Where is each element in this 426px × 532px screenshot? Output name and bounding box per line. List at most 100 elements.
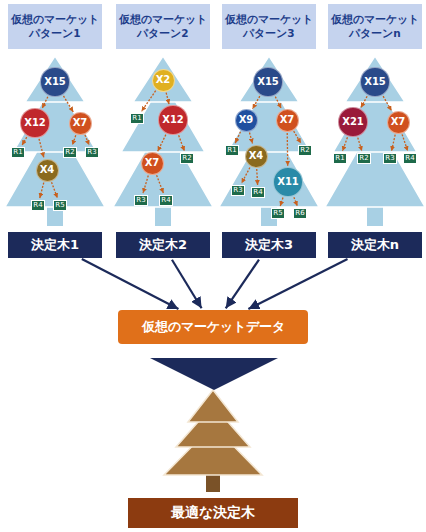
node-text: R4 [33,202,42,209]
node-text: R6 [295,210,304,217]
node-text: X15 [257,77,279,87]
leaf-square: R1 [333,153,347,164]
tree-shape [5,56,105,226]
leaf-square: R3 [231,185,245,196]
node-text: R4 [161,197,170,204]
tree-arrow [72,135,75,145]
tree-tier [345,56,405,102]
leaf-square: R5 [271,208,285,219]
tree-name-band: 決定木n [328,232,422,258]
node-text: R3 [385,155,394,162]
node-text: 仮想のマーケットパターン2 [119,13,207,40]
tree-arrow [402,134,408,151]
tree-node-circle: X15 [40,67,70,97]
node-text: R2 [300,147,309,154]
tree-arrow [22,137,27,145]
node-text: X4 [249,151,264,161]
merge-arrow [172,260,202,309]
node-text: X7 [280,115,295,125]
tree-arrow [275,97,281,109]
node-text: R5 [273,210,282,217]
tree-node-circle: X15 [360,67,390,97]
tree-tier [25,56,85,102]
node-text: 仮想のマーケットパターン3 [225,13,313,40]
pattern-header: 仮想のマーケットパターン3 [222,4,316,49]
tree-arrow [256,169,258,185]
tree-arrow [249,133,252,144]
node-text: X11 [277,177,299,187]
tree-arrow [52,182,58,198]
tree-node-circle: X7 [141,152,164,175]
node-text: 最適な決定木 [171,504,255,522]
node-text: X15 [364,77,386,87]
tree-arrow [383,96,391,111]
tree-arrow [242,167,250,183]
tree-node-circle: X7 [276,109,299,132]
node-text: R1 [13,149,22,156]
tree-arrow [294,197,297,206]
tree-arrow [143,175,148,193]
node-text: 決定木2 [139,236,187,254]
tree-arrow [287,133,289,166]
pattern-header: 仮想のマーケットパターンn [328,4,422,49]
tree-arrow [179,135,185,151]
tree-node-circle: X11 [273,167,303,197]
leaf-square: R4 [159,195,173,206]
node-text: R2 [65,149,74,156]
tree-arrow [39,139,44,158]
node-text: 決定木n [351,236,399,254]
node-text: X7 [145,158,160,168]
leaf-square: R4 [251,187,265,198]
tree-node-circle: X2 [152,69,175,92]
node-text: R3 [87,149,96,156]
tree-illustrations [5,56,425,226]
node-text: 仮想のマーケットパターン1 [11,13,99,40]
tree-arrow [63,96,73,112]
node-text: X12 [24,118,46,128]
tree-node-circle: X12 [20,108,50,138]
leaf-square: R4 [31,200,45,211]
pattern-header: 仮想のマーケットパターン2 [116,4,210,49]
node-text: R2 [182,155,191,162]
tree-arrow [235,132,240,143]
tree-tier [133,56,193,102]
node-text: R1 [227,147,236,154]
leaf-square: R6 [293,208,307,219]
node-text: R4 [253,189,262,196]
node-text: 決定木1 [31,236,79,254]
tree-node-circle: X4 [36,159,59,182]
node-text: X12 [162,115,184,125]
leaf-square: R3 [134,195,148,206]
tree-tier [188,390,238,422]
node-text: R4 [405,155,414,162]
leaf-square: R2 [357,153,371,164]
tree-shape [219,56,319,226]
node-text: X2 [156,75,171,85]
merge-arrow [82,259,179,309]
tree-shape [325,56,425,226]
node-text: R3 [136,197,145,204]
leaf-square: R5 [53,200,67,211]
tree-node-circle: X7 [69,112,92,135]
tree-arrow [361,96,367,107]
leaf-square: R3 [383,153,397,164]
node-text: X7 [391,117,406,127]
tree-arrow [166,93,169,105]
tree-arrow [157,175,164,193]
result-tree [164,390,262,492]
tree-name-band: 決定木2 [116,232,210,258]
node-text: X7 [73,118,88,128]
node-text: 仮想のマーケットデータ [142,318,285,336]
tree-node-circle: X12 [158,105,188,135]
tree-node-circle: X4 [245,145,268,168]
node-text: X9 [239,115,254,125]
merge-arrow [248,259,347,309]
leaf-square: R1 [130,113,144,124]
node-text: 仮想のマーケットパターンn [331,13,419,40]
node-text: R3 [233,187,242,194]
tree-arrow [358,138,362,151]
node-text: R1 [132,115,141,122]
tree-node-circle: X21 [338,107,368,137]
tree-node-circle: X7 [387,111,410,134]
tree-arrow [342,137,347,151]
